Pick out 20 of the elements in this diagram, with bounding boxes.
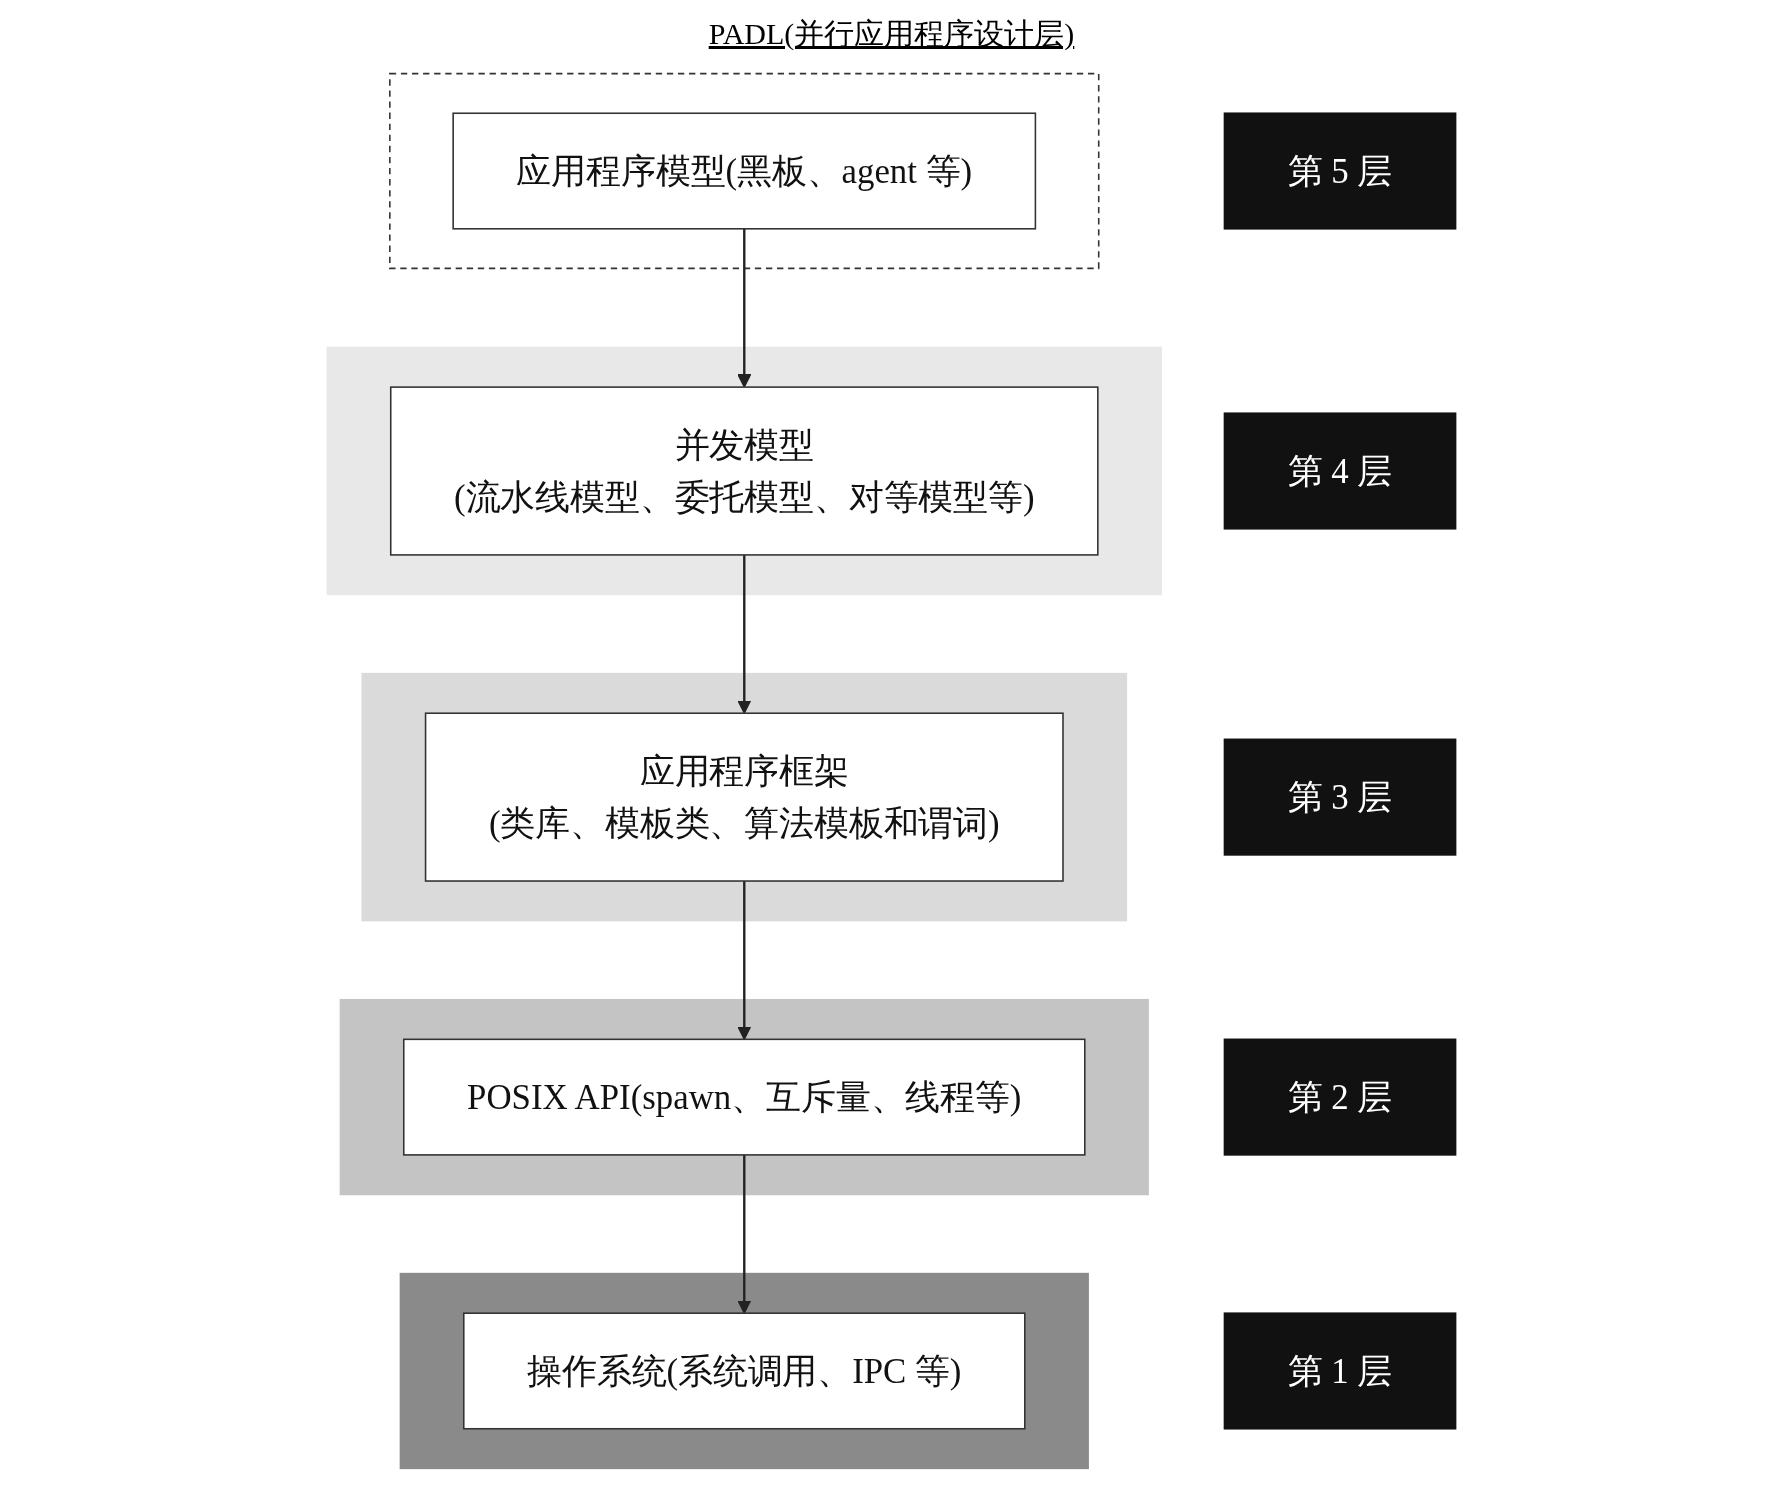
node-box: 应用程序框架 (类库、模板类、算法模板和谓词) xyxy=(424,712,1064,882)
cluster xyxy=(339,998,1149,1196)
arrow xyxy=(737,881,752,1040)
arrow xyxy=(737,554,752,714)
cluster xyxy=(399,1272,1089,1470)
node-box: 操作系统(系统调用、IPC 等) xyxy=(462,1312,1026,1430)
node-box: POSIX API(spawn、互斥量、线程等) xyxy=(402,1038,1086,1156)
node-box: 第 2 层 xyxy=(1223,1038,1457,1156)
arrow xyxy=(737,228,752,388)
diagram-title: PADL(并行应用程序设计层) xyxy=(707,16,1076,52)
node-box: 应用程序模型(黑板、agent 等) xyxy=(452,112,1037,230)
cluster xyxy=(326,346,1162,596)
node-box: 第 1 层 xyxy=(1223,1312,1457,1430)
node-box: 第 5 层 xyxy=(1223,112,1457,230)
cluster xyxy=(361,672,1128,922)
node-box: 第 3 层 xyxy=(1223,738,1457,856)
arrow xyxy=(737,1154,752,1314)
cluster xyxy=(389,72,1100,270)
node-box: 第 4 层 xyxy=(1223,412,1457,530)
node-box: 并发模型 (流水线模型、委托模型、对等模型等) xyxy=(389,386,1099,556)
